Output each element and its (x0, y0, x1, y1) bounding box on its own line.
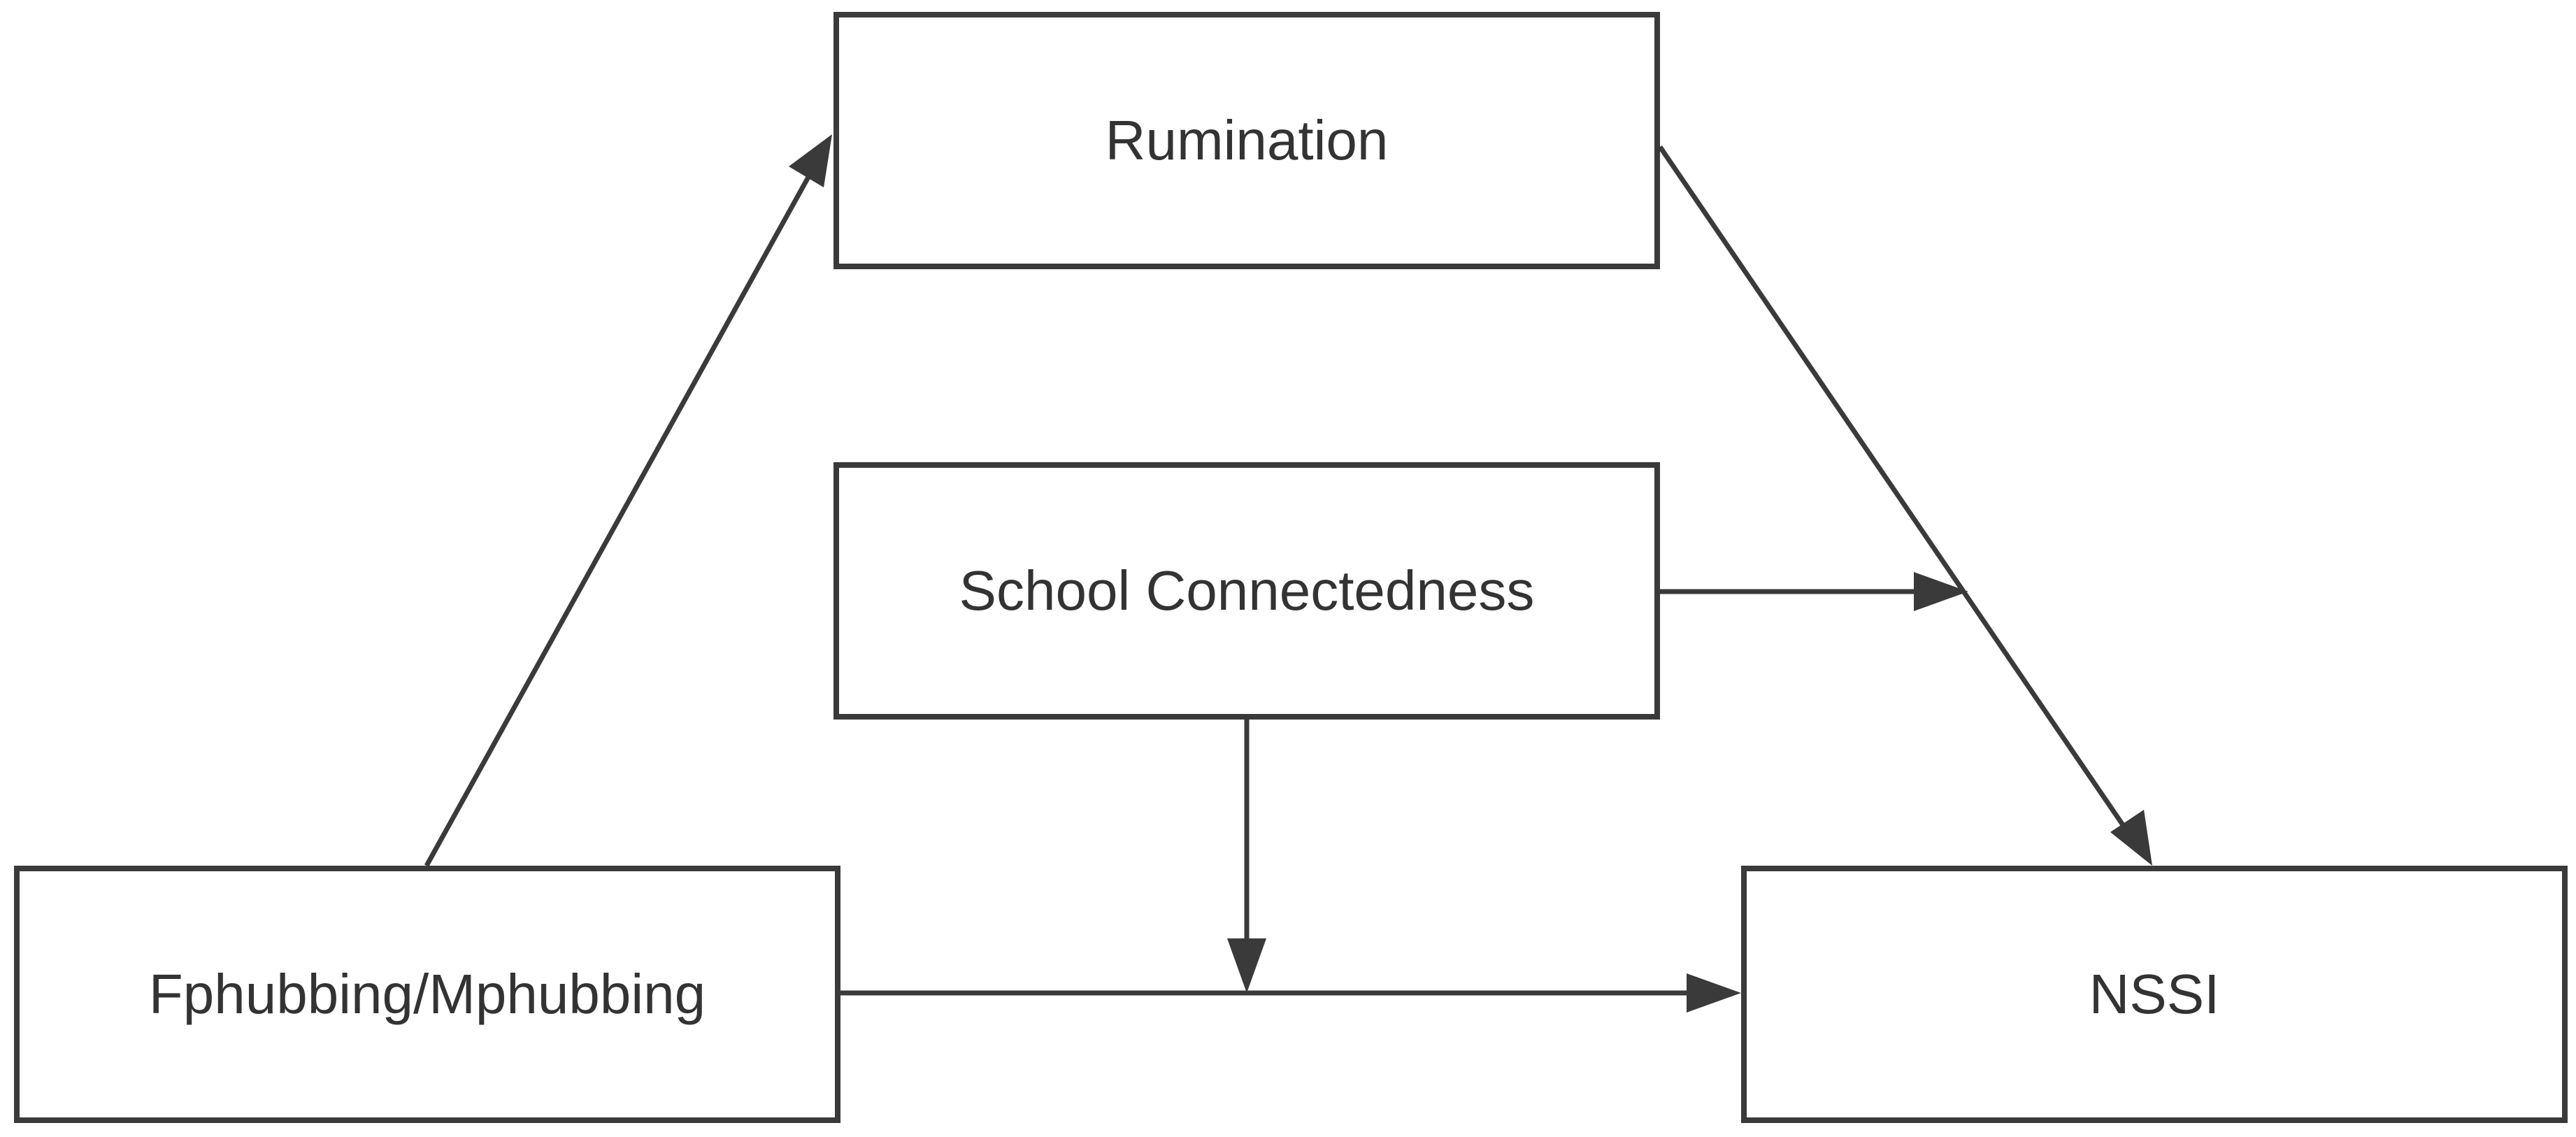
node-rumination-label: Rumination (1105, 109, 1389, 171)
node-nssi: NSSI (1741, 866, 2568, 1123)
arrow-phubbing-to-rumination (424, 145, 828, 867)
arrowhead-moderation-down (1227, 938, 1266, 993)
node-nssi-label: NSSI (2089, 963, 2220, 1025)
arrowhead-nssi-top (2110, 810, 2152, 866)
node-school-connectedness-label: School Connectedness (959, 559, 1535, 622)
node-phubbing: Fphubbing/Mphubbing (14, 866, 840, 1123)
arrowhead-moderation-right (1914, 572, 1968, 611)
node-phubbing-label: Fphubbing/Mphubbing (148, 963, 706, 1025)
arrowhead-rumination (789, 134, 832, 187)
arrowhead-nssi-left (1687, 973, 1741, 1013)
node-school-connectedness: School Connectedness (833, 462, 1660, 720)
node-rumination: Rumination (833, 12, 1660, 269)
arrow-rumination-to-nssi (1658, 145, 2142, 851)
